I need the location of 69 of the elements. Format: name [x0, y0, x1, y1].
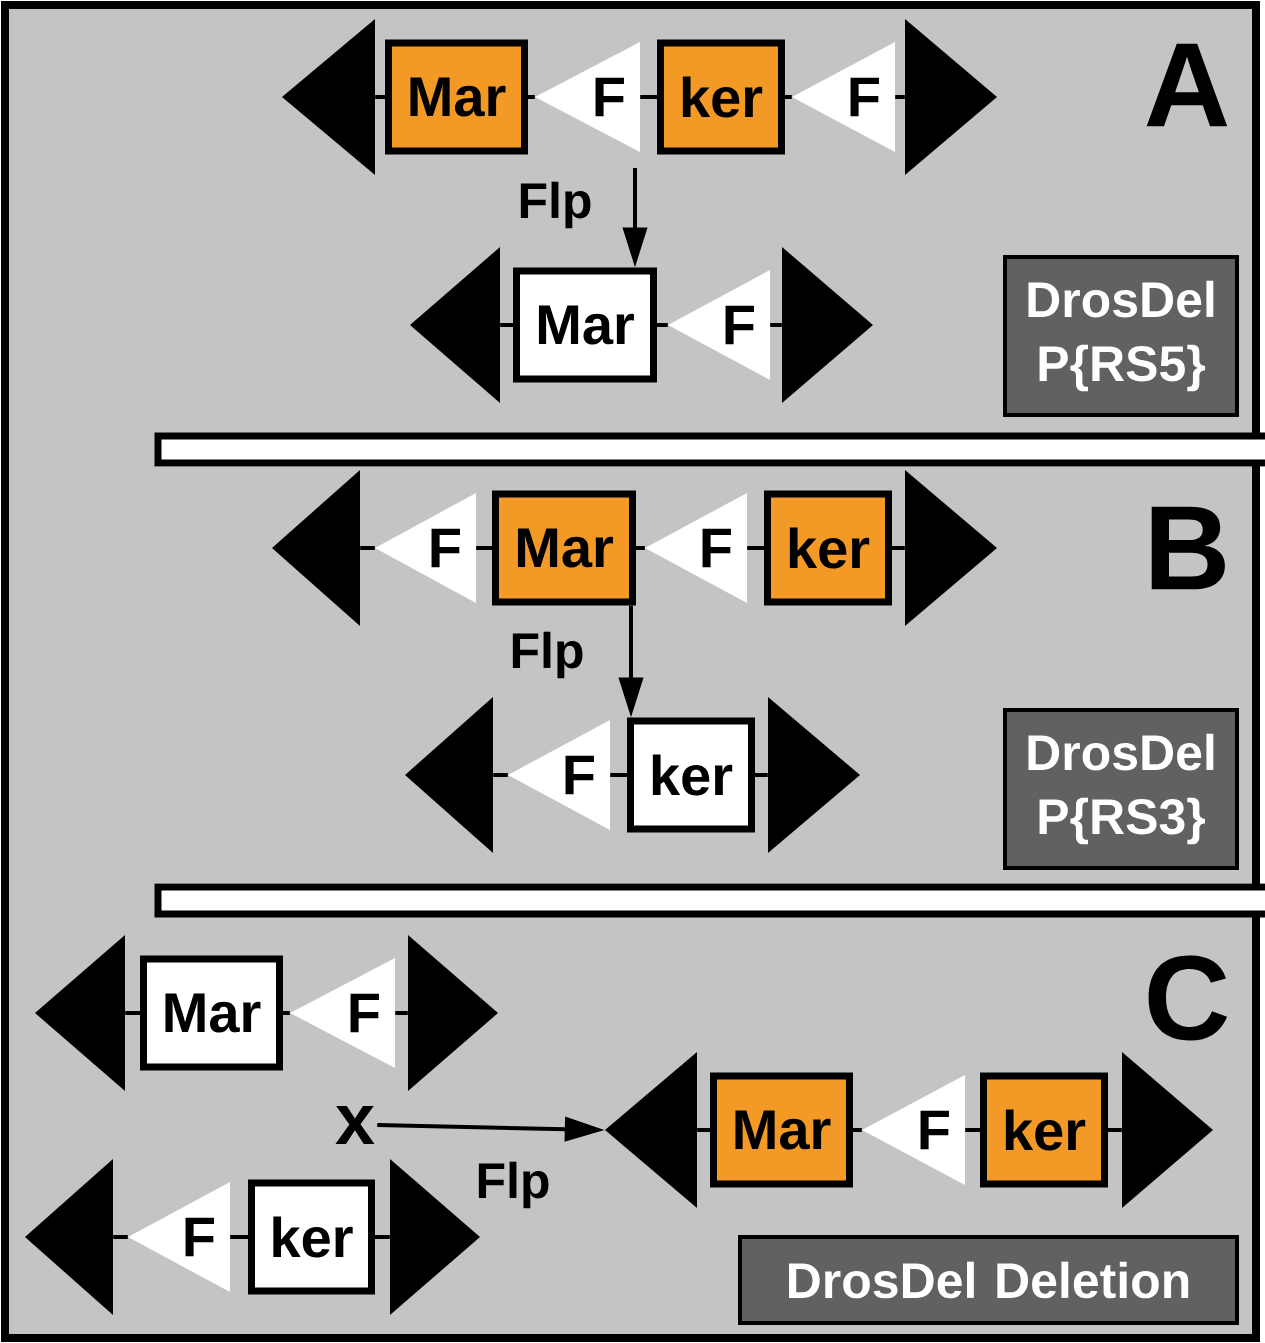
backbone-line	[657, 323, 668, 327]
end-triangle	[272, 470, 360, 626]
frt-triangle: F	[862, 1075, 965, 1185]
end-triangle	[410, 247, 500, 403]
backbone-line	[1108, 1128, 1122, 1132]
edge-label: Flp	[516, 180, 594, 230]
backbone-line	[283, 1011, 290, 1015]
frt-triangle: F	[645, 493, 747, 603]
backbone-line	[230, 1235, 248, 1239]
end-triangle	[1122, 1052, 1213, 1208]
marker-box: ker	[980, 1072, 1108, 1188]
frt-triangle: F	[535, 42, 640, 152]
marker-box: ker	[248, 1179, 375, 1295]
label-box: DrosDel P{RS3}	[1003, 708, 1239, 870]
end-triangle	[405, 697, 493, 853]
marker-box: Mar	[492, 490, 636, 606]
frt-triangle: F	[375, 493, 476, 603]
backbone-line	[476, 546, 492, 550]
end-triangle	[782, 247, 873, 403]
end-triangle	[282, 19, 375, 175]
end-triangle	[408, 935, 498, 1091]
backbone-line	[636, 546, 645, 550]
backbone-line	[360, 546, 375, 550]
backbone-line	[895, 95, 905, 99]
backbone-line	[770, 323, 782, 327]
end-triangle	[768, 697, 860, 853]
frt-triangle: F	[508, 720, 610, 830]
marker-box: Mar	[710, 1072, 853, 1188]
backbone-line	[375, 95, 385, 99]
backbone-line	[640, 95, 657, 99]
backbone-line	[610, 773, 627, 777]
backbone-line	[375, 1235, 390, 1239]
end-triangle	[25, 1159, 113, 1315]
backbone-line	[395, 1011, 408, 1015]
backbone-line	[965, 1128, 980, 1132]
end-triangle	[905, 19, 997, 175]
label-box: DrosDel P{RS5}	[1003, 255, 1239, 417]
panel-letter: A	[1146, 43, 1228, 127]
end-triangle	[390, 1159, 480, 1315]
frt-triangle: F	[792, 42, 895, 152]
panel-letter: C	[1148, 955, 1228, 1041]
end-triangle	[605, 1052, 697, 1208]
backbone-line	[747, 546, 764, 550]
backbone-line	[697, 1128, 710, 1132]
frt-triangle: F	[668, 270, 770, 380]
panel-letter: B	[1151, 506, 1225, 590]
cross-symbol: x	[335, 1106, 375, 1145]
marker-box: ker	[764, 490, 892, 606]
backbone-line	[500, 323, 513, 327]
frt-triangle: F	[128, 1182, 230, 1292]
end-triangle	[905, 470, 997, 626]
marker-box: Mar	[140, 955, 283, 1071]
frt-triangle: F	[290, 958, 395, 1068]
backbone-line	[892, 546, 905, 550]
marker-box: ker	[627, 717, 755, 833]
backbone-line	[755, 773, 768, 777]
marker-box: ker	[657, 39, 785, 155]
backbone-line	[113, 1235, 128, 1239]
edge-label: Flp	[474, 1160, 552, 1210]
end-triangle	[35, 935, 125, 1091]
backbone-line	[125, 1011, 140, 1015]
backbone-line	[528, 95, 535, 99]
backbone-line	[785, 95, 792, 99]
edge-label: Flp	[508, 630, 586, 680]
backbone-line	[493, 773, 508, 777]
label-box: DrosDel Deletion	[738, 1235, 1239, 1325]
backbone-line	[853, 1128, 862, 1132]
marker-box: Mar	[513, 267, 657, 383]
marker-box: Mar	[385, 39, 528, 155]
